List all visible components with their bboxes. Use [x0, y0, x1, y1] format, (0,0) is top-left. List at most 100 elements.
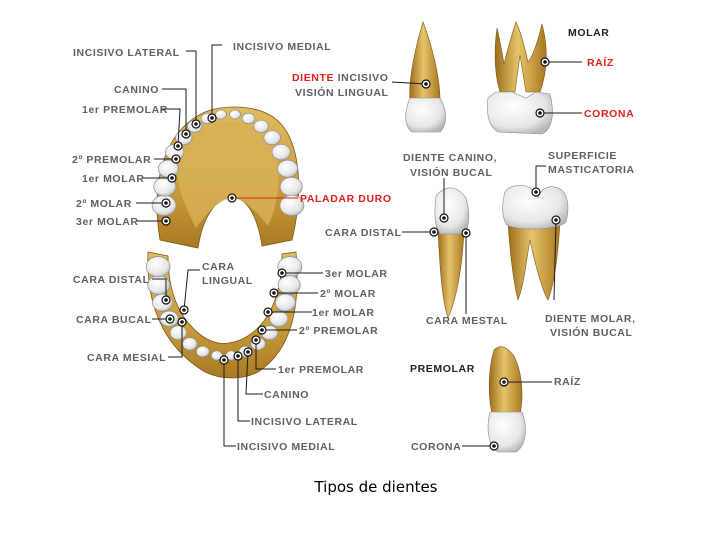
marker-dot-center — [222, 358, 226, 362]
marker-dot-center — [534, 190, 538, 194]
label-premolar2-bottom: 2º PREMOLAR — [299, 325, 378, 337]
label-premolar1-bottom: 1er PREMOLAR — [278, 364, 364, 376]
lower-tooth — [147, 275, 171, 295]
label-cara-mestal: CARA MESTAL — [426, 315, 508, 327]
label-paladar-duro: PALADAR DURO — [300, 193, 392, 205]
label-diente-canino-1: DIENTE CANINO, — [403, 152, 497, 164]
label-incisivo-lateral-bottom: INCISIVO LATERAL — [251, 416, 358, 428]
label-cara-lingual-1: CARA — [202, 261, 235, 273]
marker-dot-center — [168, 317, 172, 321]
label-premolar-header: PREMOLAR — [410, 363, 475, 375]
marker-dot-center — [180, 320, 184, 324]
lower-tooth — [196, 345, 210, 358]
label-raiz-premolar: RAÍZ — [554, 375, 581, 388]
lower-dental-arch — [145, 251, 303, 379]
marker-dot-center — [260, 328, 264, 332]
label-diente-word: DIENTE — [292, 72, 334, 84]
upper-tooth — [253, 119, 269, 133]
marker-dot-center — [236, 354, 240, 358]
marker-dot-center — [543, 60, 547, 64]
lower-tooth — [145, 256, 171, 278]
label-markers — [161, 57, 561, 451]
label-incisivo-lateral-top: INCISIVO LATERAL — [73, 47, 180, 59]
marker-dot-center — [246, 350, 250, 354]
label-cara-bucal: CARA BUCAL — [76, 314, 152, 326]
label-raiz-molar: RAÍZ — [587, 56, 614, 69]
incisor-tooth — [405, 21, 446, 133]
marker-dot-center — [194, 122, 198, 126]
label-molar1-top: 1er MOLAR — [82, 173, 145, 185]
upper-tooth — [229, 109, 241, 120]
molar-buccal-tooth — [502, 185, 569, 301]
marker-dot-center — [272, 291, 276, 295]
marker-dot-center — [424, 82, 428, 86]
label-diente-canino-2: VISIÓN BUCAL — [410, 166, 492, 179]
upper-tooth — [279, 194, 305, 216]
label-diente-molar-2: VISIÓN BUCAL — [550, 326, 632, 339]
marker-dot-center — [210, 116, 214, 120]
label-incisivo-medial-bottom: INCISIVO MEDIAL — [237, 441, 335, 453]
label-superficie-1: SUPERFICIE — [548, 150, 617, 162]
lower-teeth — [145, 256, 303, 361]
label-incisivo-medial-top: INCISIVO MEDIAL — [233, 41, 331, 53]
label-vision-lingual: VISIÓN LINGUAL — [295, 86, 389, 99]
label-premolar1-top: 1er PREMOLAR — [82, 104, 168, 116]
marker-dot-center — [174, 157, 178, 161]
label-canino-bottom: CANINO — [264, 389, 309, 401]
label-molar3-top: 3er MOLAR — [76, 216, 139, 228]
label-corona-molar: CORONA — [584, 108, 634, 120]
marker-dot-center — [254, 338, 258, 342]
upper-tooth — [241, 112, 256, 125]
label-premolar2-top: 2º PREMOLAR — [72, 154, 151, 166]
marker-dot-center — [432, 230, 436, 234]
upper-tooth — [279, 176, 303, 197]
label-cara-mesial: CARA MESIAL — [87, 352, 166, 364]
label-superficie-2: MASTICATORIA — [548, 164, 635, 176]
label-molar3-bottom: 3er MOLAR — [325, 268, 388, 280]
marker-dot-center — [164, 219, 168, 223]
marker-dot-center — [230, 196, 234, 200]
marker-dot-center — [280, 271, 284, 275]
marker-dot-center — [492, 444, 496, 448]
label-cara-distal-right: CARA DISTAL — [325, 227, 402, 239]
label-canino-top: CANINO — [114, 84, 159, 96]
upper-palate-floor — [176, 121, 279, 228]
marker-dot-center — [538, 111, 542, 115]
canine-tooth — [434, 187, 470, 319]
label-molar1-bottom: 1er MOLAR — [312, 307, 375, 319]
label-incisivo-word: INCISIVO — [334, 72, 388, 84]
marker-dot-center — [182, 308, 186, 312]
labels: INCISIVO LATERAL INCISIVO MEDIAL DIENTE … — [72, 27, 636, 453]
upper-teeth — [151, 109, 305, 216]
label-diente-molar-1: DIENTE MOLAR, — [545, 313, 636, 325]
lower-tooth — [210, 350, 223, 361]
upper-tooth — [277, 159, 299, 178]
molar-tooth — [487, 21, 553, 135]
marker-dot-center — [184, 132, 188, 136]
marker-dot-center — [164, 201, 168, 205]
marker-dot-center — [176, 144, 180, 148]
marker-dot-center — [170, 176, 174, 180]
lower-tooth — [277, 275, 301, 295]
upper-tooth — [271, 143, 291, 161]
marker-dot-center — [164, 298, 168, 302]
label-cara-distal-left: CARA DISTAL — [73, 274, 150, 286]
label-molar-header: MOLAR — [568, 27, 610, 39]
upper-dental-arch — [151, 106, 305, 249]
upper-tooth — [263, 130, 281, 146]
upper-tooth — [215, 109, 227, 120]
label-corona-premolar: CORONA — [411, 441, 461, 453]
marker-dot-center — [554, 218, 558, 222]
lower-tooth — [275, 293, 296, 312]
lower-tooth — [269, 310, 289, 327]
marker-dot-center — [442, 216, 446, 220]
label-diente-incisivo: DIENTE INCISIVO — [292, 72, 389, 84]
lower-tooth — [169, 325, 188, 341]
label-cara-lingual-2: LINGUAL — [202, 275, 253, 287]
diagram-caption: Tipos de dientes — [314, 478, 438, 496]
leader-lines — [136, 44, 582, 447]
premolar-tooth — [487, 346, 526, 453]
marker-dot-center — [502, 380, 506, 384]
label-molar2-top: 2º MOLAR — [76, 198, 132, 210]
